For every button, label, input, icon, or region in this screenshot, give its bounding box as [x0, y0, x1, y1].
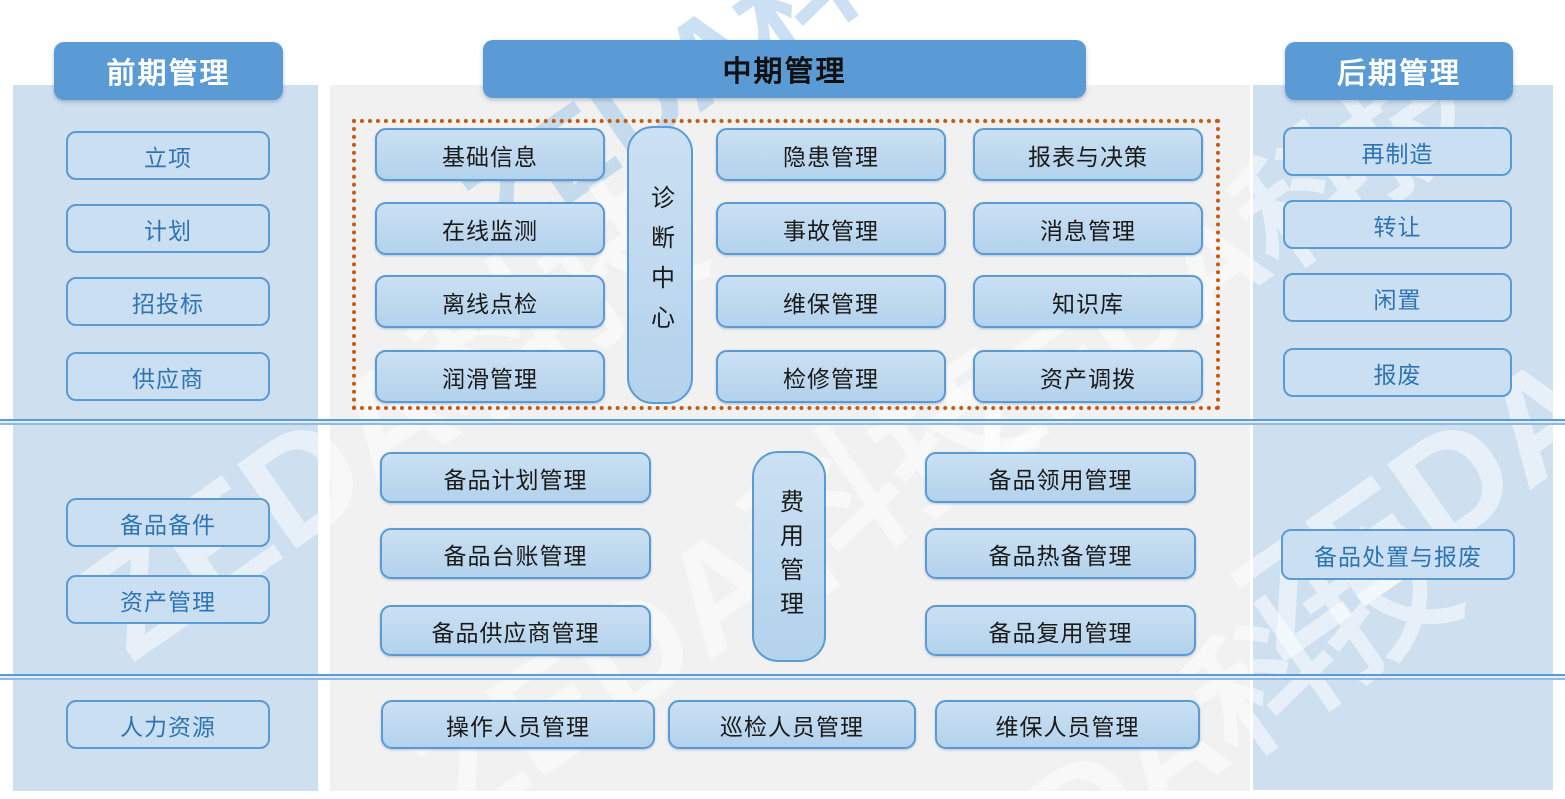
node-scrap: 报废 — [1283, 348, 1512, 397]
node-spare-requisition-management: 备品领用管理 — [925, 452, 1196, 503]
node-operator-management: 操作人员管理 — [381, 700, 655, 749]
node-accident-management: 事故管理 — [716, 202, 946, 255]
node-asset-management: 资产管理 — [66, 575, 270, 624]
header-post-stage-label: 后期管理 — [1336, 58, 1461, 90]
node-hazard-management: 隐患管理 — [716, 128, 946, 181]
node-online-monitoring: 在线监测 — [375, 202, 605, 255]
node-maintenance-management: 维保管理 — [716, 275, 946, 328]
node-spare-reuse-management: 备品复用管理 — [925, 605, 1196, 656]
node-message-management: 消息管理 — [973, 202, 1203, 255]
node-remanufacture: 再制造 — [1283, 127, 1512, 176]
panel-pre-stage — [13, 85, 318, 791]
node-maintenance-personnel-management: 维保人员管理 — [935, 700, 1200, 749]
header-mid-stage: 中期管理 — [483, 40, 1086, 98]
header-mid-stage-label: 中期管理 — [722, 56, 847, 88]
node-spare-supplier-management: 备品供应商管理 — [380, 605, 651, 656]
node-overhaul-management: 检修管理 — [716, 350, 946, 403]
node-idle: 闲置 — [1283, 273, 1512, 322]
node-supplier: 供应商 — [66, 352, 270, 401]
panel-post-stage — [1253, 85, 1553, 790]
node-basic-info: 基础信息 — [375, 128, 605, 181]
node-planning: 计划 — [66, 204, 270, 253]
equipment-group-frame — [352, 119, 1220, 410]
node-spare-ledger-management: 备品台账管理 — [380, 528, 651, 579]
node-transfer: 转让 — [1283, 200, 1512, 249]
node-cost-management: 费用管理 — [752, 451, 826, 662]
node-diagnosis-center: 诊断中心 — [627, 126, 693, 404]
node-spare-parts: 备品备件 — [66, 498, 270, 547]
node-spare-disposal-scrap: 备品处置与报废 — [1281, 529, 1515, 580]
header-pre-stage-label: 前期管理 — [106, 58, 231, 90]
node-knowledge-base: 知识库 — [973, 275, 1203, 328]
header-pre-stage: 前期管理 — [54, 42, 283, 100]
node-spare-plan-management: 备品计划管理 — [380, 452, 651, 503]
phase-divider-2 — [0, 674, 1565, 681]
node-reports-decision: 报表与决策 — [973, 128, 1203, 181]
node-offline-inspection: 离线点检 — [375, 275, 605, 328]
header-post-stage: 后期管理 — [1285, 42, 1513, 100]
node-lubrication-management: 润滑管理 — [375, 350, 605, 403]
phase-divider-1 — [0, 419, 1565, 426]
node-spare-hot-standby-management: 备品热备管理 — [925, 528, 1196, 579]
node-asset-allocation: 资产调拨 — [973, 350, 1203, 403]
node-project-initiation: 立项 — [66, 131, 270, 180]
node-human-resources: 人力资源 — [66, 700, 270, 749]
node-bidding: 招投标 — [66, 277, 270, 326]
node-patrol-personnel-management: 巡检人员管理 — [668, 700, 916, 749]
